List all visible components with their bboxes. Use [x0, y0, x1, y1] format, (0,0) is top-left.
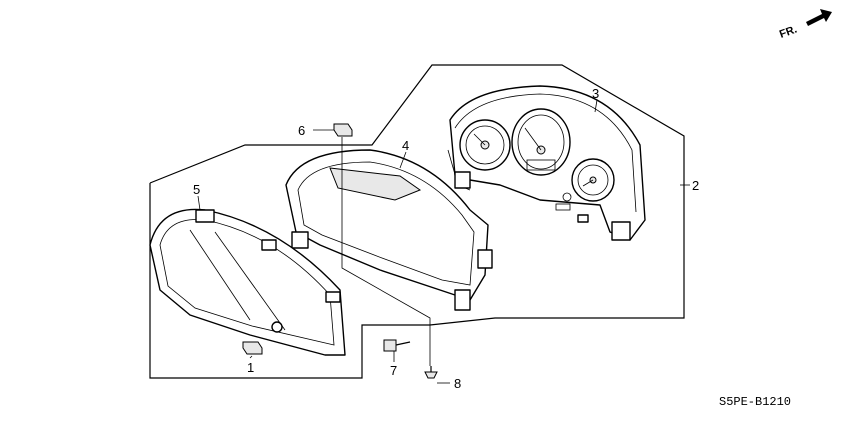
screw-part-8: [424, 366, 438, 379]
meter-visor: [285, 149, 493, 311]
diagram-code: S5PE-B1210: [719, 395, 791, 409]
clip-part-6: [333, 123, 353, 137]
assembly-outline: [149, 64, 685, 379]
bolt-part-7: [383, 339, 411, 352]
callout-5: 5: [193, 182, 200, 197]
callout-6: 6: [298, 123, 305, 138]
direction-label: FR.: [778, 23, 799, 40]
meter-unit: [447, 85, 646, 241]
callout-8: 8: [454, 376, 461, 391]
callout-2: 2: [692, 178, 699, 193]
callout-7: 7: [390, 363, 397, 378]
front-arrow-icon: [806, 9, 832, 26]
callout-3: 3: [592, 86, 599, 101]
callout-1: 1: [247, 360, 254, 375]
meter-lens: [149, 208, 346, 356]
callout-4: 4: [402, 138, 409, 153]
clip-part-1: [242, 341, 263, 355]
front-direction-indicator: FR.: [778, 9, 832, 41]
